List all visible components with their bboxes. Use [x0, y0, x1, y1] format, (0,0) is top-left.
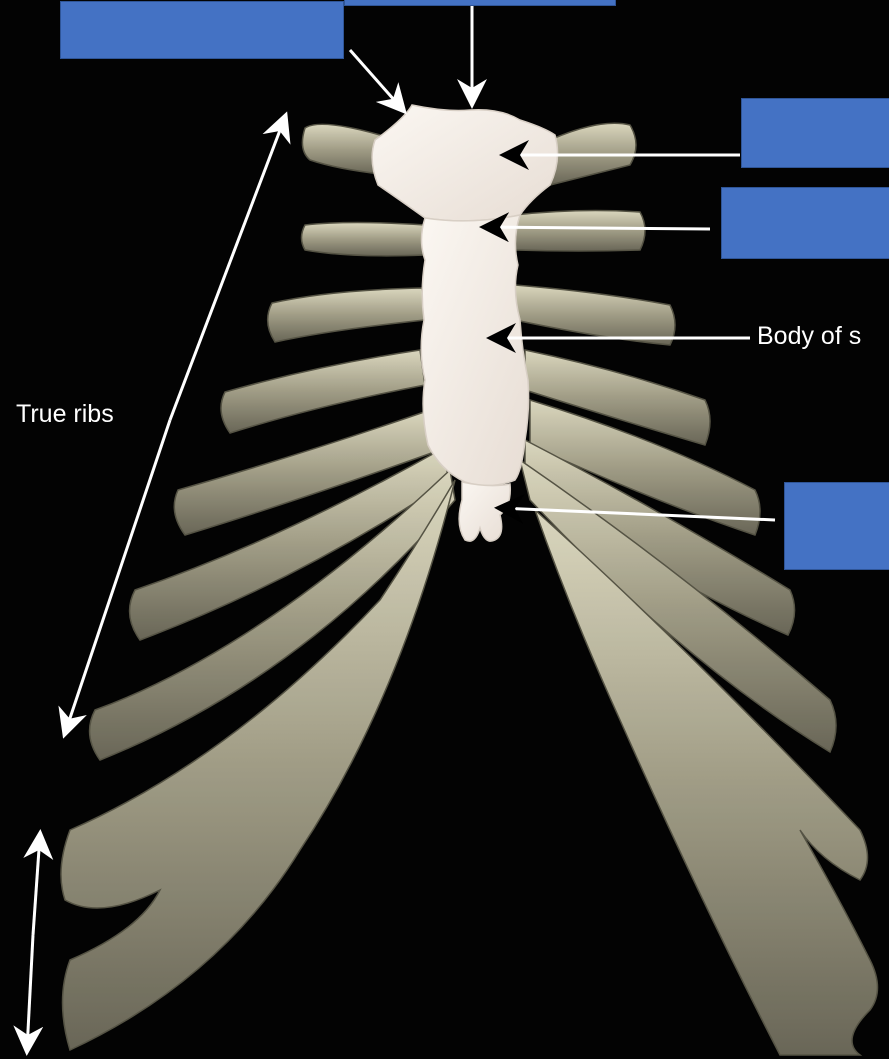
arrow-top-left	[350, 50, 403, 110]
arrow-false-ribs-top	[33, 835, 40, 935]
arrow-false-ribs-bottom	[27, 935, 33, 1050]
left-costal-cartilages	[61, 124, 455, 1050]
manubrium	[372, 105, 557, 221]
blank-label-box-top-center[interactable]	[344, 0, 616, 6]
right-cartilage-2	[515, 211, 645, 251]
arrow-right-2	[485, 227, 710, 229]
right-costal-cartilages	[515, 123, 878, 1055]
right-cartilage-3	[515, 285, 675, 345]
xiphoid-process	[459, 482, 510, 541]
left-cartilage-3	[268, 288, 425, 342]
true-ribs-label: True ribs	[16, 400, 114, 429]
arrow-true-ribs-top	[170, 117, 285, 420]
body-of-sternum-label: Body of s	[757, 322, 861, 351]
blank-label-box-top-left[interactable]	[60, 1, 344, 59]
blank-label-box-right-2[interactable]	[721, 187, 889, 259]
sternum-body	[421, 215, 528, 486]
left-cartilage-4	[221, 350, 425, 433]
blank-label-box-right-lower[interactable]	[784, 482, 889, 570]
left-cartilage-2	[302, 223, 426, 256]
blank-label-box-right-1[interactable]	[741, 98, 889, 168]
